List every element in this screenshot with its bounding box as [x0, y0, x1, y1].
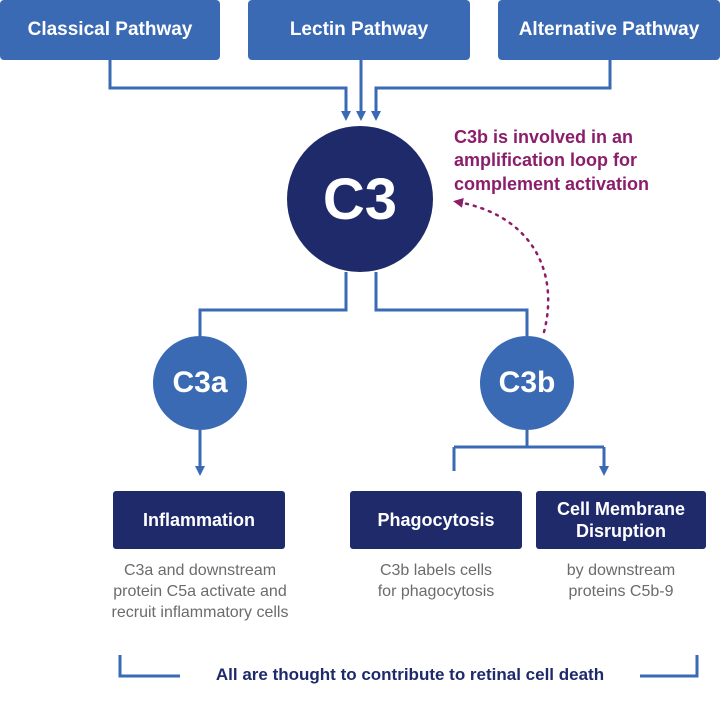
classical-to-c3-connector: [108, 60, 351, 121]
c3-to-c3a-connector: [198, 272, 348, 336]
alternative-pathway-label: Alternative Pathway: [518, 19, 700, 40]
c3b-node: C3b: [480, 336, 574, 430]
cell-membrane-disruption-box: Cell Membrane Disruption: [536, 491, 706, 549]
footer-bracket-right: [640, 655, 699, 678]
c3-label: C3: [322, 166, 398, 232]
c3b-split-connector: [452, 430, 604, 471]
inflammation-description: C3a and downstream protein C5a activate …: [111, 562, 289, 621]
footer-conclusion: All are thought to contribute to retinal…: [180, 665, 640, 685]
phagocytosis-description: C3b labels cells for phagocytosis: [377, 562, 495, 600]
cell-membrane-disruption-label: Cell Membrane Disruption: [556, 498, 686, 542]
classical-pathway-label: Classical Pathway: [27, 19, 193, 40]
c3-node: C3: [287, 126, 433, 272]
c3-to-c3b-connector: [374, 272, 529, 336]
alternative-pathway-box: Alternative Pathway: [498, 0, 720, 60]
classical-pathway-box: Classical Pathway: [0, 0, 220, 60]
phagocytosis-label: Phagocytosis: [377, 509, 495, 530]
amplification-loop-arrow: [453, 197, 550, 334]
c3a-node: C3a: [153, 336, 247, 430]
alternative-to-c3-connector: [371, 60, 612, 121]
phagocytosis-box: Phagocytosis: [350, 491, 522, 549]
inflammation-box: Inflammation: [113, 491, 285, 549]
c3b-label: C3b: [498, 366, 556, 399]
cell-membrane-disruption-description: by downstream proteins C5b-9: [566, 562, 676, 600]
lectin-pathway-label: Lectin Pathway: [289, 19, 429, 40]
inflammation-label: Inflammation: [142, 509, 255, 530]
footer-bracket-left: [118, 655, 180, 678]
c3a-label: C3a: [172, 366, 228, 399]
lectin-pathway-box: Lectin Pathway: [248, 0, 470, 60]
amplification-loop-note: C3b is involved in an amplification loop…: [454, 127, 650, 194]
